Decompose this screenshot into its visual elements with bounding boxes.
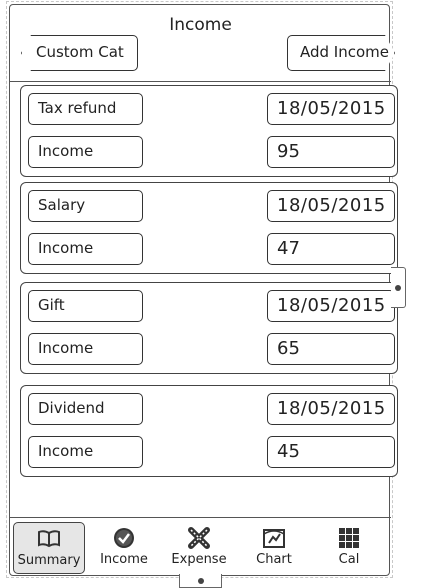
tab-chart[interactable]: Chart xyxy=(238,522,310,574)
entry-category-field[interactable]: Income xyxy=(28,333,143,365)
chart-icon xyxy=(263,529,285,548)
entry-amount-field[interactable]: 47 xyxy=(267,233,395,265)
entry-name-field[interactable]: Tax refund xyxy=(28,93,143,125)
page-title: Income xyxy=(169,15,232,35)
entry-date-field[interactable]: 18/05/2015 xyxy=(267,393,395,425)
tab-expense-label: Expense xyxy=(171,552,227,567)
entry-amount-field[interactable]: 45 xyxy=(267,436,395,468)
entry-name-field[interactable]: Gift xyxy=(28,290,143,322)
entry-name-field[interactable]: Dividend xyxy=(28,393,143,425)
add-income-button[interactable]: Add Income xyxy=(287,35,395,71)
add-income-label: Add Income xyxy=(300,43,390,61)
entry-amount-field[interactable]: 95 xyxy=(267,136,395,168)
entry-amount-field[interactable]: 65 xyxy=(267,333,395,365)
bottom-handle[interactable] xyxy=(179,574,222,588)
entry-date-field[interactable]: 18/05/2015 xyxy=(267,190,395,222)
entry-category-field[interactable]: Income xyxy=(28,233,143,265)
tab-chart-label: Chart xyxy=(256,552,292,567)
entry-name-field[interactable]: Salary xyxy=(28,190,143,222)
handle-dot xyxy=(395,285,401,291)
handle-dot xyxy=(198,578,204,584)
custom-category-label: Custom Cat xyxy=(36,43,124,61)
cross-icon xyxy=(188,527,210,549)
tab-summary[interactable]: Summary xyxy=(13,522,85,574)
tab-expense[interactable]: Expense xyxy=(163,522,235,574)
grid-icon xyxy=(339,528,359,548)
bottom-tab-bar: Summary Income Expense Chart xyxy=(10,517,391,577)
tab-income[interactable]: Income xyxy=(88,522,160,574)
income-entry-card: Tax refund 18/05/2015 Income 95 xyxy=(20,85,398,177)
income-entry-card: Gift 18/05/2015 Income 65 xyxy=(20,282,398,374)
header-divider xyxy=(10,81,391,82)
check-circle-icon xyxy=(114,528,134,548)
app-window: Income Custom Cat Add Income Tax refund … xyxy=(9,4,398,577)
tab-calendar-label: Cal xyxy=(338,552,360,567)
tab-income-label: Income xyxy=(100,552,148,567)
tab-summary-label: Summary xyxy=(17,553,81,568)
entry-date-field[interactable]: 18/05/2015 xyxy=(267,93,395,125)
tab-calendar[interactable]: Cal xyxy=(313,522,385,574)
entry-date-field[interactable]: 18/05/2015 xyxy=(267,290,395,322)
custom-category-button[interactable]: Custom Cat xyxy=(21,35,138,71)
income-entry-card: Salary 18/05/2015 Income 47 xyxy=(20,182,398,274)
entry-category-field[interactable]: Income xyxy=(28,436,143,468)
income-entry-card: Dividend 18/05/2015 Income 45 xyxy=(20,385,398,477)
book-icon xyxy=(38,530,60,548)
side-handle[interactable] xyxy=(391,267,406,308)
entry-category-field[interactable]: Income xyxy=(28,136,143,168)
